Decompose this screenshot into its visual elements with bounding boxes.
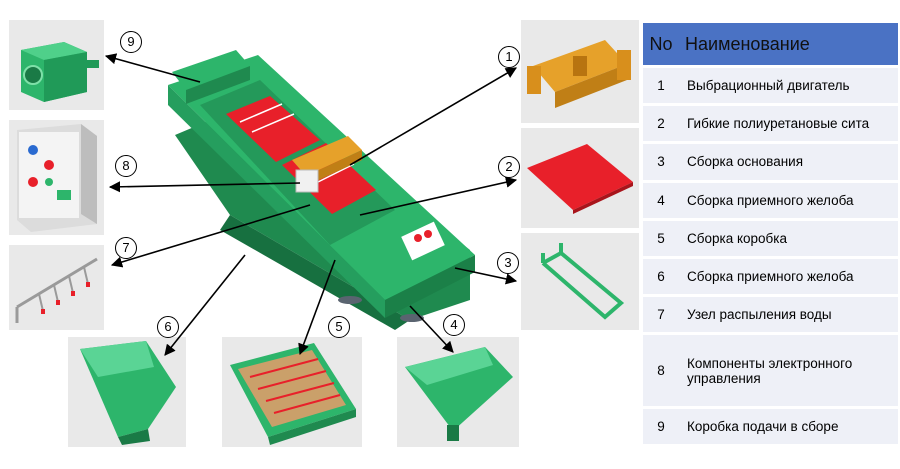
header-name: Наименование <box>679 23 898 65</box>
shaker-diagram: 1 2 3 4 5 6 7 8 9 <box>9 20 639 447</box>
row-no: 1 <box>643 68 679 104</box>
table-row: 2 Гибкие полиуретановые сита <box>643 106 898 142</box>
shale-shaker-machine <box>168 50 475 330</box>
motor-icon <box>527 40 631 108</box>
row-no: 5 <box>643 220 679 256</box>
row-name: Коробка подачи в сборе <box>679 408 898 444</box>
row-no: 7 <box>643 297 679 333</box>
trough-icon <box>405 347 513 441</box>
table-row: 6 Сборка приемного желоба <box>643 258 898 295</box>
control-box-icon <box>17 124 97 232</box>
row-name: Гибкие полиуретановые сита <box>679 106 898 142</box>
row-no: 6 <box>643 258 679 295</box>
row-no: 4 <box>643 182 679 218</box>
row-name: Выбрационный двигатель <box>679 68 898 104</box>
table-header-row: No Наименование <box>643 23 898 65</box>
callout-4: 4 <box>443 314 465 336</box>
callout-3: 3 <box>497 252 519 274</box>
table-row: 1 Выбрационный двигатель <box>643 68 898 104</box>
table-row: 7 Узел распыления воды <box>643 297 898 333</box>
callout-5: 5 <box>328 316 350 338</box>
thumb-control-box <box>9 120 104 235</box>
row-no: 3 <box>643 144 679 180</box>
row-name: Узел распыления воды <box>679 297 898 333</box>
callout-6: 6 <box>157 316 179 338</box>
box-assembly-icon <box>230 343 356 445</box>
table-row: 3 Сборка основания <box>643 144 898 180</box>
table-row: 4 Сборка приемного желоба <box>643 182 898 218</box>
row-name: Компоненты электронного управления <box>679 335 898 406</box>
callout-9: 9 <box>120 31 142 53</box>
thumb-water-spray <box>9 245 104 330</box>
thumb-vibration-motor <box>521 20 639 123</box>
thumb-base-assembly <box>521 233 639 330</box>
thumb-box-assembly <box>222 337 362 447</box>
spray-bar-icon <box>15 257 98 323</box>
screen-panel-icon <box>527 144 633 214</box>
leader-lines <box>104 53 518 356</box>
row-name: Сборка основания <box>679 144 898 180</box>
row-no: 2 <box>643 106 679 142</box>
feeder-box-icon <box>21 42 99 102</box>
base-frame-icon <box>541 243 625 320</box>
row-name: Сборка коробка <box>679 220 898 256</box>
callout-2: 2 <box>498 156 520 178</box>
callout-7: 7 <box>115 237 137 259</box>
parts-legend-table: No Наименование 1 Выбрационный двигатель… <box>643 20 898 447</box>
row-no: 9 <box>643 408 679 444</box>
row-no: 8 <box>643 335 679 406</box>
table-row: 8 Компоненты электронного управления <box>643 335 898 406</box>
trough-icon <box>80 341 176 445</box>
header-no: No <box>643 23 679 65</box>
table-row: 9 Коробка подачи в сборе <box>643 408 898 444</box>
thumb-feeder-box <box>9 20 104 110</box>
thumb-receiving-trough-4 <box>397 337 519 447</box>
thumb-screen-panel <box>521 128 639 228</box>
table-row: 5 Сборка коробка <box>643 220 898 256</box>
row-name: Сборка приемного желоба <box>679 258 898 295</box>
callout-8: 8 <box>115 155 137 177</box>
callout-1: 1 <box>498 46 520 68</box>
row-name: Сборка приемного желоба <box>679 182 898 218</box>
